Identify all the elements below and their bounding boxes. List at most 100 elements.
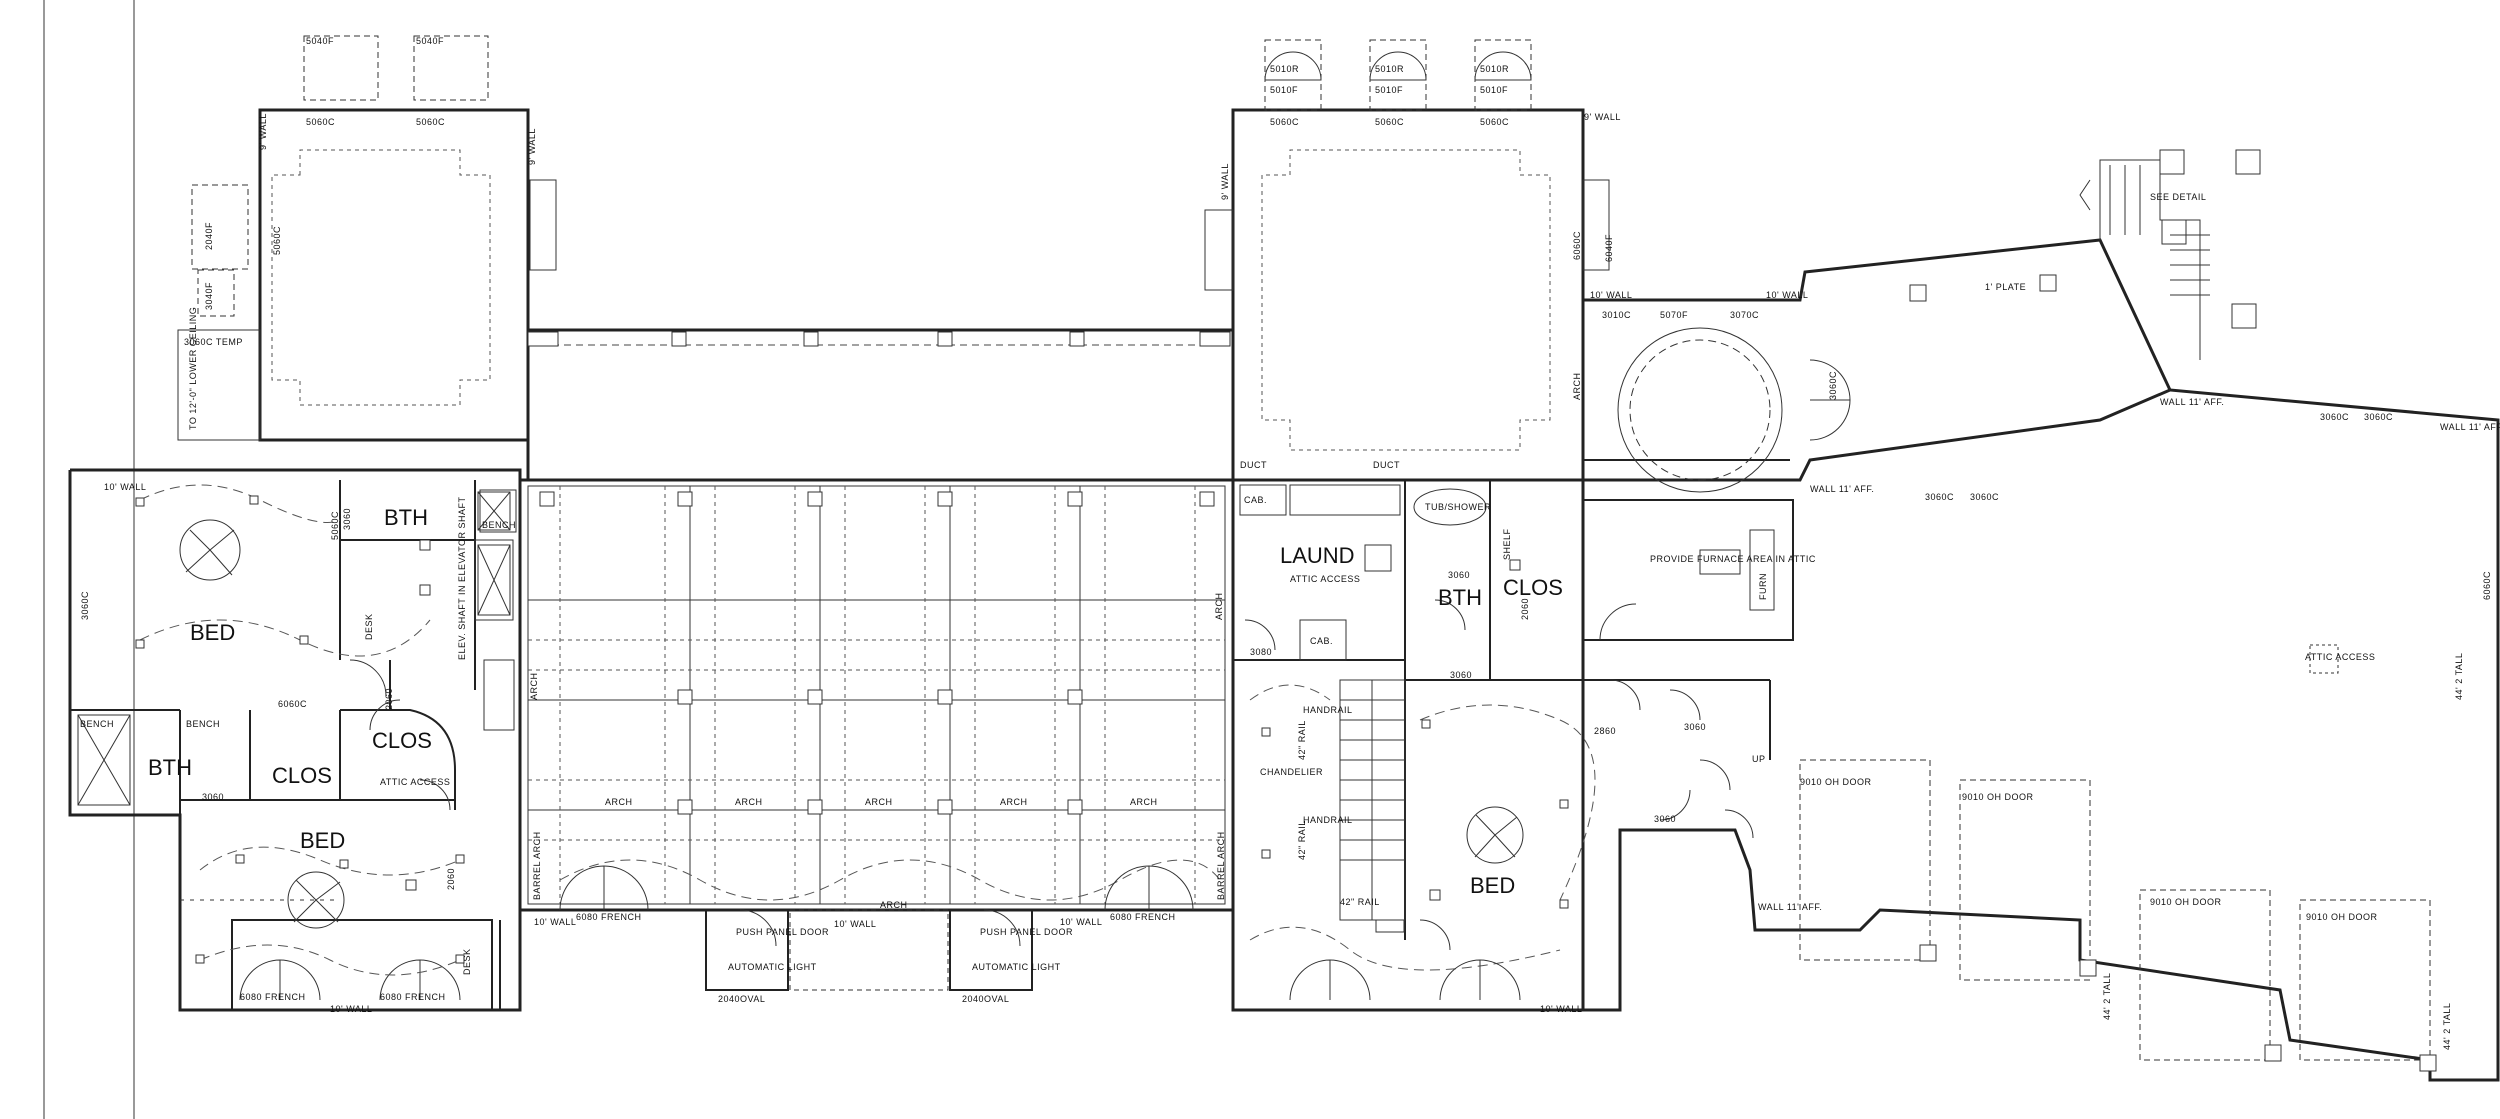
note: 10' WALL	[1590, 290, 1632, 300]
note: 2060	[1520, 598, 1530, 620]
note: BARREL ARCH	[1216, 831, 1226, 900]
note: 5010F	[1375, 85, 1403, 95]
note: 3060C TEMP	[184, 337, 243, 347]
note: 6080 FRENCH	[1110, 912, 1176, 922]
note: 3060	[1448, 570, 1470, 580]
room-label-bth-nw: BTH	[384, 505, 428, 530]
note: AUTOMATIC LIGHT	[728, 962, 817, 972]
note: HANDRAIL	[1303, 705, 1353, 715]
note: 3010C	[1602, 310, 1631, 320]
note: 6060C	[2482, 571, 2492, 600]
note: WALL 11' AFF.	[1758, 902, 1822, 912]
note: FURN	[1758, 573, 1768, 600]
note: DESK	[364, 613, 374, 640]
note: 3070C	[1730, 310, 1759, 320]
west-wing	[68, 35, 557, 1012]
room-label-bed-sw: BED	[300, 828, 345, 853]
room-label-clos-e: CLOS	[1503, 575, 1563, 600]
note: 10' WALL	[1060, 917, 1102, 927]
note: 5010R	[1270, 64, 1299, 74]
note: 5070F	[1660, 310, 1688, 320]
room-label-bed-se: BED	[1470, 873, 1515, 898]
note: 2860	[1594, 726, 1616, 736]
note: ARCH	[865, 797, 893, 807]
note: 3080	[1250, 647, 1272, 657]
note: PUSH PANEL DOOR	[736, 927, 829, 937]
note: BENCH	[482, 520, 516, 530]
note: 5040F	[416, 36, 444, 46]
note: 44' 2 TALL	[2454, 653, 2464, 700]
room-label-bth-e: BTH	[1438, 585, 1482, 610]
note: WALL 11' AFF.	[1810, 484, 1874, 494]
note: 3060	[1654, 814, 1676, 824]
note: SHELF	[1502, 528, 1512, 560]
note: ARCH	[1572, 372, 1582, 400]
note: 10' WALL	[534, 917, 576, 927]
note: PROVIDE FURNACE AREA IN ATTIC	[1650, 554, 1816, 564]
note: 5010F	[1480, 85, 1508, 95]
room-label-bed-nw: BED	[190, 620, 235, 645]
note: 10' WALL	[104, 482, 146, 492]
note: 44' 2 TALL	[2102, 973, 2112, 1020]
note: ARCH	[529, 672, 539, 700]
note: ARCH	[1214, 592, 1224, 620]
note: 3060C	[80, 591, 90, 620]
note: CHANDELIER	[1260, 767, 1323, 777]
note: PUSH PANEL DOOR	[980, 927, 1073, 937]
note: ARCH	[735, 797, 763, 807]
room-label-laund: LAUND	[1280, 543, 1355, 568]
note: BARREL ARCH	[532, 831, 542, 900]
room-label-bth-w: BTH	[148, 755, 192, 780]
note: 10' WALL	[330, 1004, 372, 1014]
note: 6060C	[1572, 231, 1582, 260]
note: 3060	[202, 792, 224, 802]
note: 5060C	[1270, 117, 1299, 127]
garage-wing	[1582, 149, 2500, 1082]
note: ELEV. SHAFT IN ELEVATOR SHAFT	[457, 496, 467, 660]
note: 9010 OH DOOR	[1800, 777, 1872, 787]
note: 3060C	[1970, 492, 1999, 502]
note: ARCH	[1130, 797, 1158, 807]
note: 6080 FRENCH	[240, 992, 306, 1002]
note: 10' WALL	[1766, 290, 1808, 300]
note: 2060	[384, 688, 394, 710]
note: 3040F	[204, 282, 214, 310]
note: 9010 OH DOOR	[2150, 897, 2222, 907]
note: ARCH	[880, 900, 908, 910]
note: 3060C	[2320, 412, 2349, 422]
note: ARCH	[1000, 797, 1028, 807]
room-label-clos-w2: CLOS	[372, 728, 432, 753]
note: 3060	[1450, 670, 1472, 680]
note: 42" RAIL	[1340, 897, 1380, 907]
note: 5060C	[1480, 117, 1509, 127]
note: 42" RAIL	[1297, 820, 1307, 860]
note: 5060C	[330, 511, 340, 540]
note: BENCH	[80, 719, 114, 729]
note: 5010R	[1375, 64, 1404, 74]
note: 3060C	[1828, 371, 1838, 400]
note: AUTOMATIC LIGHT	[972, 962, 1061, 972]
note: 5060C	[1375, 117, 1404, 127]
note: ATTIC ACCESS	[2305, 652, 2375, 662]
note: 6080 FRENCH	[380, 992, 446, 1002]
note: 5060C	[272, 226, 282, 255]
note: 3060C	[1925, 492, 1954, 502]
note: 5010R	[1480, 64, 1509, 74]
note: 6040F	[1604, 234, 1614, 262]
note: CAB.	[1244, 495, 1267, 505]
note: 42" RAIL	[1297, 720, 1307, 760]
note: SEE DETAIL	[2150, 192, 2206, 202]
note: 9' WALL	[1584, 112, 1621, 122]
note: 2040OVAL	[718, 994, 765, 1004]
note: 3060	[342, 508, 352, 530]
note: 44' 2 TALL	[2442, 1003, 2452, 1050]
note: 9' WALL	[258, 113, 268, 150]
note: 5040F	[306, 36, 334, 46]
note: ATTIC ACCESS	[1290, 574, 1360, 584]
note: 2060	[446, 868, 456, 890]
note: 10' WALL	[834, 919, 876, 929]
note: CAB.	[1310, 636, 1333, 646]
note: ARCH	[605, 797, 633, 807]
annotation-labels: 5040F 5040F 5060C 5060C 9' WALL 9' WALL …	[80, 36, 2500, 1050]
note: 5010F	[1270, 85, 1298, 95]
